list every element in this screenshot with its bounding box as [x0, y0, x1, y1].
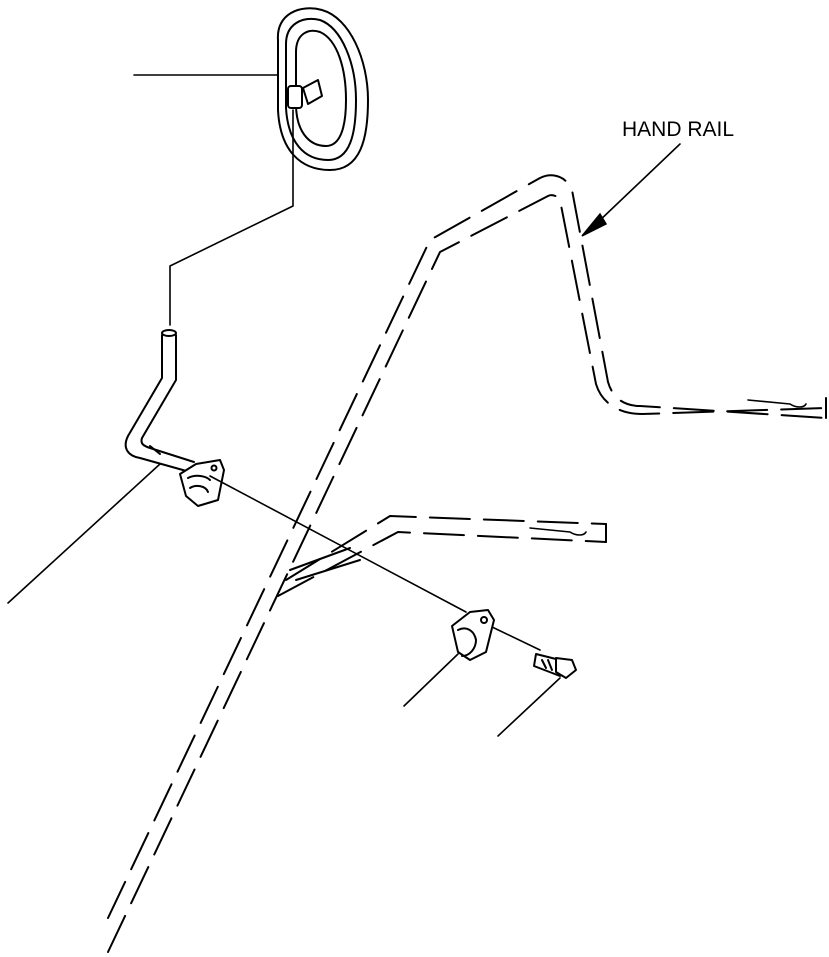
mirror-assembly	[276, 7, 369, 171]
bolt-leader	[497, 677, 561, 737]
clamp-leader	[403, 653, 459, 707]
mirror-stay	[124, 329, 195, 473]
clamp-lower	[451, 609, 495, 661]
stay-leader	[7, 463, 161, 604]
assembly-line	[209, 475, 467, 613]
hand-rail-callout: HAND RAIL	[581, 118, 734, 237]
hand-rail	[107, 174, 827, 953]
clamp-upper	[179, 459, 225, 507]
mirror-mount-line	[169, 109, 294, 326]
hand-rail-label: HAND RAIL	[622, 118, 734, 141]
assembly-line-bolt	[489, 625, 541, 651]
bolt	[533, 653, 577, 679]
